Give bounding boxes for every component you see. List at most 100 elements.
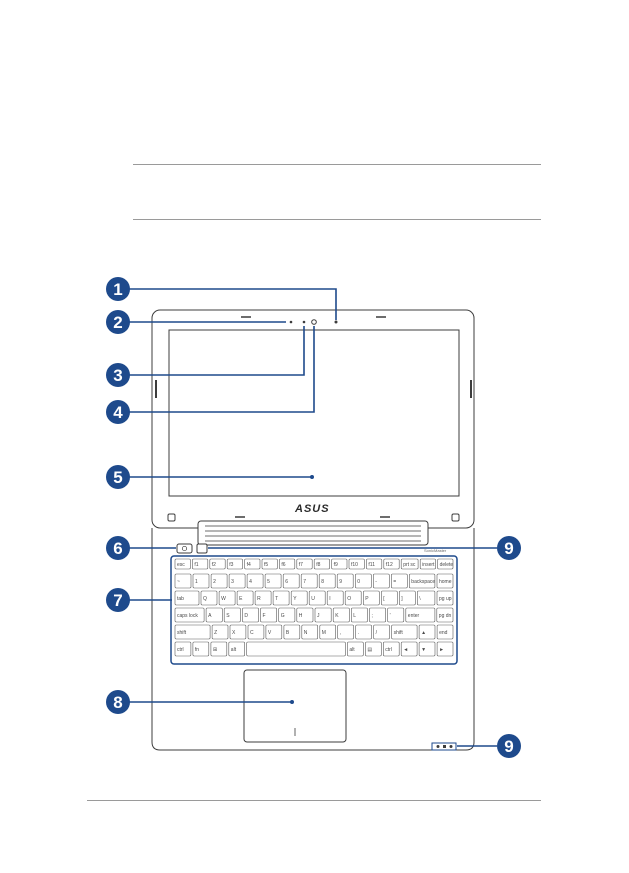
- callout-number: 7: [113, 591, 122, 610]
- keyboard-key: [174, 607, 205, 623]
- keyboard-key-label: alt: [349, 647, 355, 653]
- keyboard-key: [192, 641, 210, 657]
- keyboard-key: [279, 558, 296, 570]
- keyboard-key: [362, 590, 380, 606]
- keyboard-key-label: 7: [303, 579, 306, 585]
- keyboard-key: [437, 558, 454, 570]
- laptop-lid: ASUS: [151, 309, 475, 529]
- keyboard-key: [372, 573, 390, 589]
- keyboard-key-label: f11: [368, 562, 375, 568]
- keyboard-key: [313, 558, 330, 570]
- keyboard-key: [282, 573, 300, 589]
- keyboard-key-label: G: [281, 613, 285, 619]
- bottom-rule: [133, 219, 541, 220]
- airplane-indicator-icon: [196, 543, 208, 554]
- keyboard-key: [174, 573, 192, 589]
- keyboard-key: [209, 558, 226, 570]
- keyboard-key-label: B: [286, 630, 290, 636]
- keyboard-key-label: 4: [249, 579, 252, 585]
- keyboard-key-label: V: [268, 630, 272, 636]
- keyboard-key: [236, 590, 254, 606]
- sonicmaster-badge: SonicMaster: [424, 548, 447, 553]
- keyboard-key-label: C: [250, 630, 254, 636]
- keyboard-key-label: Z: [214, 630, 217, 636]
- keyboard-key: [366, 558, 383, 570]
- keyboard-key-label: L: [353, 613, 356, 619]
- keyboard-key: [408, 573, 436, 589]
- keyboard-key: [283, 624, 301, 640]
- keyboard-key: [405, 607, 436, 623]
- keyboard-key-label: 6: [285, 579, 288, 585]
- keyboard-key: [246, 641, 346, 657]
- keyboard-key: [400, 558, 419, 570]
- keyboard-key-label: \: [419, 596, 421, 602]
- keyboard-key: [383, 558, 400, 570]
- keyboard-key-label: W: [221, 596, 226, 602]
- keyboard-key-label: 8: [321, 579, 324, 585]
- keyboard-key-label: ◄: [403, 647, 408, 653]
- keyboard-key: [174, 641, 192, 657]
- callout-leaders: [128, 288, 497, 747]
- callout-power-button: 6: [106, 536, 130, 560]
- keyboard-key-label: Y: [293, 596, 297, 602]
- keyboard-key: [218, 590, 236, 606]
- keyboard-key: [418, 641, 436, 657]
- keyboard-key-label: 5: [267, 579, 270, 585]
- keyboard-key: [365, 641, 382, 657]
- keyboard-key-label: shift: [177, 630, 187, 636]
- callout-keyboard: 7: [106, 588, 130, 612]
- keyboard-key: [390, 573, 408, 589]
- keyboard-key-label: ctrl: [177, 647, 184, 653]
- keyboard-key-label: [: [383, 596, 385, 602]
- keyboard-key: [318, 573, 336, 589]
- keyboard-key: [400, 641, 418, 657]
- keyboard-key: [373, 624, 390, 640]
- keyboard-key-label: H: [299, 613, 303, 619]
- keyboard-key-label: end: [439, 630, 448, 636]
- callout-number: 8: [113, 693, 122, 712]
- keyboard-key: [354, 573, 372, 589]
- callout-number: 2: [113, 313, 122, 332]
- callout-number: 6: [113, 539, 122, 558]
- brand-logo: ASUS: [294, 503, 330, 515]
- keyboard-key-label: delete: [440, 562, 454, 568]
- status-indicator-icons: [431, 742, 457, 751]
- keyboard-key-label: ,: [340, 630, 341, 636]
- keyboard-key: [398, 590, 416, 606]
- keyboard-key: [174, 558, 191, 570]
- keyboard-key: [296, 607, 314, 623]
- keyboard-key-label: ': [390, 613, 391, 619]
- keyboard-key: [200, 590, 218, 606]
- keyboard-key: [331, 558, 348, 570]
- keyboard-key: [419, 558, 436, 570]
- keyboard: [170, 555, 458, 665]
- keyboard-key-label: Q: [203, 596, 207, 602]
- keyboard-key: [265, 624, 283, 640]
- keyboard-key: [369, 607, 387, 623]
- keyboard-key-label: 3: [231, 579, 234, 585]
- callout-number: 5: [113, 468, 122, 487]
- keyboard-key-label: M: [322, 630, 326, 636]
- keyboard-key-label: f10: [351, 562, 358, 568]
- callout-camera: 1: [106, 277, 130, 301]
- keyboard-key-label: f4: [247, 562, 251, 568]
- keyboard-key-label: caps lock: [177, 613, 198, 619]
- keyboard-key-label: /: [376, 630, 378, 636]
- keyboard-key-label: O: [347, 596, 351, 602]
- keyboard-key: [380, 590, 398, 606]
- microphone-icon: [289, 320, 293, 324]
- keyboard-key: [290, 590, 308, 606]
- keyboard-key: [418, 624, 436, 640]
- keyboard-key: [308, 590, 326, 606]
- keyboard-key-label: R: [257, 596, 261, 602]
- keyboard-key-label: F: [263, 613, 266, 619]
- callout-array-microphone: 3: [106, 363, 130, 387]
- keyboard-key: [174, 624, 211, 640]
- keyboard-key-label: ~: [177, 579, 180, 585]
- keyboard-key-label: esc: [177, 562, 185, 568]
- keyboard-key: [264, 573, 282, 589]
- keyboard-key-label: f1: [194, 562, 198, 568]
- keyboard-key: [355, 624, 372, 640]
- keyboard-key-label: .: [358, 630, 359, 636]
- callout-display-panel: 5: [106, 465, 130, 489]
